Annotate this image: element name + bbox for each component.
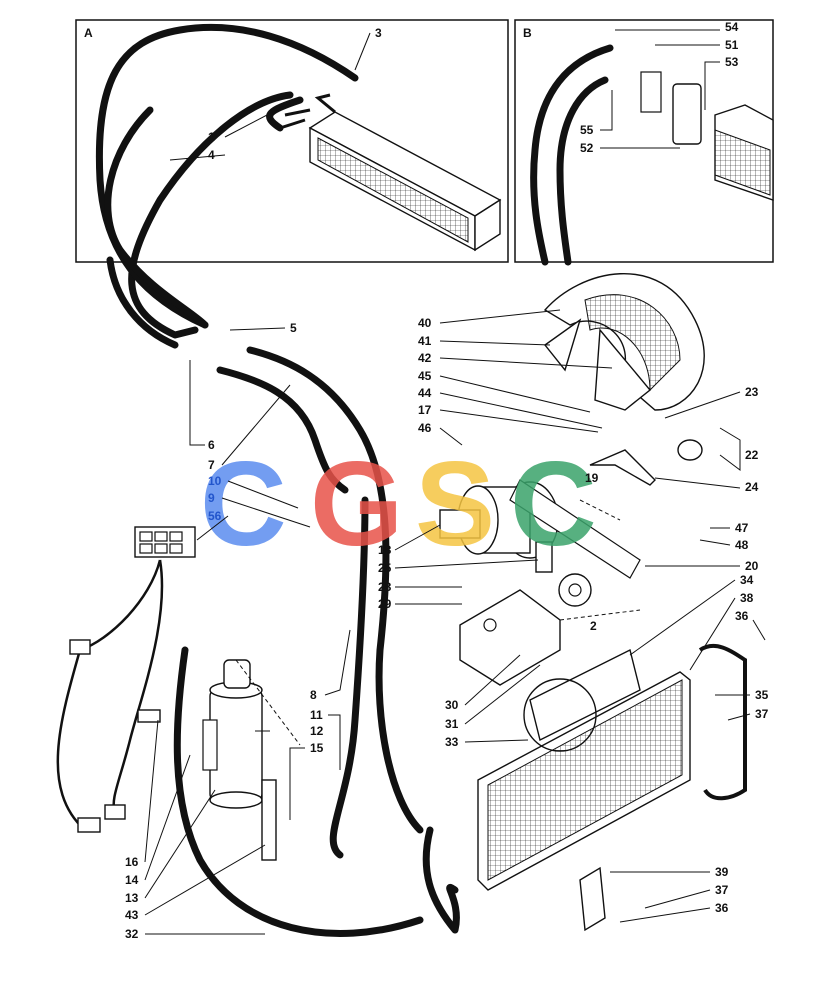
label-37a: 37 — [755, 707, 769, 721]
label-5: 5 — [290, 321, 297, 335]
label-47: 47 — [735, 521, 749, 535]
watermark-s: S — [415, 437, 495, 571]
label-42: 42 — [418, 351, 432, 365]
label-6: 6 — [208, 438, 215, 452]
evaporator-corner-b — [714, 104, 774, 201]
watermark: C G S C — [200, 437, 597, 571]
pressure-switch — [137, 709, 161, 723]
label-14: 14 — [125, 873, 139, 887]
evaporator-unit — [308, 111, 502, 252]
label-28: 28 — [378, 580, 392, 594]
label-52: 52 — [580, 141, 594, 155]
expansion-valve — [672, 83, 702, 145]
label-36b: 36 — [715, 901, 729, 915]
label-55: 55 — [580, 123, 594, 137]
label-17: 17 — [418, 403, 432, 417]
label-37b: 37 — [715, 883, 729, 897]
label-54: 54 — [725, 20, 739, 34]
fan-shroud — [523, 648, 641, 752]
label-56: 56 — [208, 509, 222, 523]
label-11: 11 — [310, 708, 323, 722]
label-48: 48 — [735, 538, 749, 552]
label-36a: 36 — [735, 609, 749, 623]
label-4: 4 — [208, 148, 215, 162]
watermark-c1: C — [200, 437, 287, 571]
label-39: 39 — [715, 865, 729, 879]
label-33: 33 — [445, 735, 459, 749]
panel-a-title: A — [84, 26, 93, 40]
label-32: 32 — [125, 927, 139, 941]
drive-belt — [509, 479, 641, 579]
label-3: 3 — [375, 26, 382, 40]
label-34: 34 — [740, 573, 754, 587]
label-29: 29 — [378, 597, 392, 611]
label-13: 13 — [125, 891, 139, 905]
label-8: 8 — [310, 688, 317, 702]
spacer-25 — [535, 541, 553, 573]
label-31: 31 — [445, 717, 459, 731]
label-20: 20 — [745, 559, 759, 573]
label-10: 10 — [208, 474, 222, 488]
condenser — [477, 671, 691, 891]
label-19: 19 — [585, 471, 599, 485]
bushing-22 — [677, 439, 703, 461]
callouts: 3 1 4 5 6 7 10 9 56 18 25 28 29 19 20 2 … — [125, 20, 769, 941]
label-25: 25 — [378, 561, 392, 575]
mount-bracket-35 — [698, 643, 747, 801]
label-43: 43 — [125, 908, 139, 922]
idler-bracket — [589, 449, 656, 486]
label-41: 41 — [418, 334, 432, 348]
compressor-bracket — [459, 589, 561, 686]
label-35: 35 — [755, 688, 769, 702]
label-51: 51 — [725, 38, 739, 52]
label-44: 44 — [418, 386, 432, 400]
watermark-g: G — [310, 437, 403, 571]
guard-plate-42 — [594, 328, 651, 411]
panel-b-title: B — [523, 26, 532, 40]
label-24: 24 — [745, 480, 759, 494]
label-38: 38 — [740, 591, 754, 605]
connector — [69, 639, 91, 655]
label-23: 23 — [745, 385, 759, 399]
label-46: 46 — [418, 421, 432, 435]
watermark-c2: C — [510, 437, 597, 571]
label-16: 16 — [125, 855, 139, 869]
label-2: 2 — [590, 619, 597, 633]
drier-bracket — [261, 779, 277, 861]
label-12: 12 — [310, 724, 324, 738]
label-40: 40 — [418, 316, 432, 330]
belt-guard — [543, 272, 705, 411]
label-9: 9 — [208, 491, 215, 505]
label-1: 1 — [208, 130, 215, 144]
label-7: 7 — [208, 458, 215, 472]
mount-plate-39 — [579, 866, 606, 932]
tensioner-pulley — [558, 573, 592, 607]
label-22: 22 — [745, 448, 759, 462]
label-53: 53 — [725, 55, 739, 69]
receiver-drier — [202, 659, 263, 809]
relay-block — [134, 526, 196, 558]
label-30: 30 — [445, 698, 459, 712]
label-45: 45 — [418, 369, 432, 383]
label-15: 15 — [310, 741, 324, 755]
label-18: 18 — [378, 543, 392, 557]
guard-plate-41 — [543, 318, 582, 372]
